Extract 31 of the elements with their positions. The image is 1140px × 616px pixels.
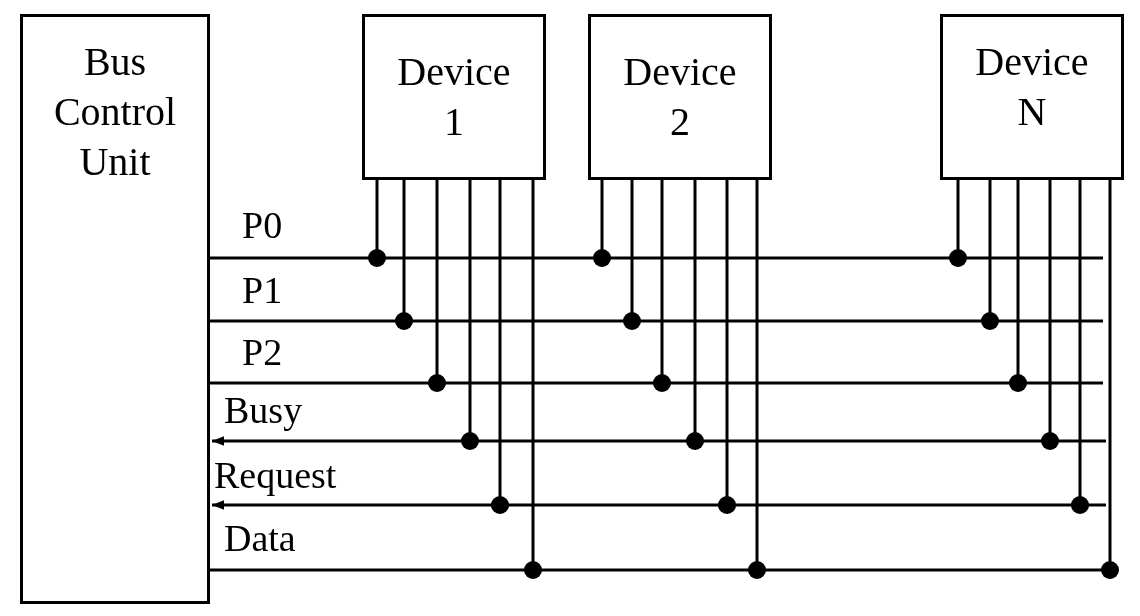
device-label: Device 1: [396, 48, 512, 146]
device-box: [588, 14, 772, 180]
tap-line: [368, 180, 386, 267]
tap-line: [593, 180, 611, 267]
tap-line: [428, 180, 446, 392]
tap-line: [461, 180, 479, 450]
device-box: [940, 14, 1124, 180]
bus-line: [212, 500, 1106, 510]
tap-line: [653, 180, 671, 392]
device-label: Device 2: [622, 48, 738, 146]
tap-line: [491, 180, 509, 514]
tap-line: [718, 180, 736, 514]
device-box: [362, 14, 546, 180]
bus-line: [210, 319, 1103, 323]
tap-line: [949, 180, 967, 267]
control-unit-box: [20, 14, 210, 604]
tap-line: [395, 180, 413, 330]
tap-line: [623, 180, 641, 330]
tap-line: [748, 180, 766, 579]
tap-line: [1071, 180, 1089, 514]
tap-line: [686, 180, 704, 450]
bus-line: [212, 436, 1106, 446]
tap-line: [524, 180, 542, 579]
unit-label: Bus Control Unit: [52, 38, 178, 186]
tap-line: [981, 180, 999, 330]
device-label: Device N: [974, 38, 1090, 136]
bus-line: [210, 381, 1103, 385]
tap-line: [1101, 180, 1119, 579]
tap-line: [1009, 180, 1027, 392]
tap-line: [1041, 180, 1059, 450]
bus-line: [210, 256, 1103, 260]
